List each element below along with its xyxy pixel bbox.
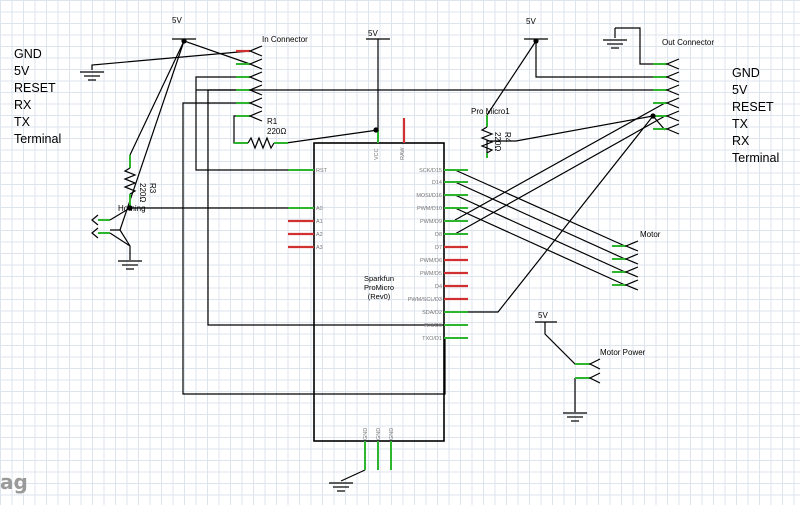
power-5v-vcc: 5V <box>366 29 390 40</box>
junction-dot <box>650 113 656 119</box>
pro-micro-chip: Sparkfun ProMicro (Rev0) VCC RAW RST A0 … <box>288 118 468 470</box>
right-label-5v: 5V <box>732 83 748 97</box>
r4-name: R4 <box>503 132 512 143</box>
out-connector: Out Connector <box>653 38 714 135</box>
resistor-r3: R3 220Ω <box>123 155 157 208</box>
pin-gnd-2: GND <box>376 428 382 440</box>
pin-a0: A0 <box>316 206 323 212</box>
power-5v-label: 5V <box>538 311 548 320</box>
pin-a3: A3 <box>316 245 323 251</box>
pin-sda-d2: SDA/D2 <box>422 310 442 316</box>
pin-pwm-d6: PWM/D6 <box>420 258 442 264</box>
pin-sck-d15: SCK/D15 <box>419 168 442 174</box>
homing-switch: Homing <box>91 204 146 247</box>
ground-symbol-homing <box>118 260 142 270</box>
left-label-terminal: Terminal <box>14 132 62 146</box>
left-label-gnd: GND <box>14 47 42 61</box>
right-label-rx: RX <box>732 134 750 148</box>
right-label-terminal: Terminal <box>732 151 780 165</box>
junction-dot <box>373 127 379 133</box>
power-5v-left: 5V <box>172 16 196 40</box>
right-label-gnd: GND <box>732 66 760 80</box>
pin-pwm-d9: PWM/D9 <box>420 219 442 225</box>
motor-power-label: Motor Power <box>600 348 646 357</box>
pin-d7: D7 <box>435 245 442 251</box>
left-label-rx: RX <box>14 98 32 112</box>
power-5v-right: 5V <box>524 17 548 40</box>
out-connector-pin-labels: GND 5V RESET TX RX Terminal <box>732 65 779 167</box>
watermark: ag <box>0 470 28 494</box>
pin-gnd-3: GND <box>389 428 395 440</box>
in-connector-pin-labels: GND 5V RESET RX TX Terminal <box>14 46 61 148</box>
junction-dot <box>533 38 539 44</box>
junction-dot <box>127 205 133 211</box>
ground-symbol-chip <box>329 482 353 492</box>
motor-label: Motor <box>640 230 661 239</box>
pin-txo-d1: TXO/D1 <box>422 336 442 342</box>
pin-pwm-d5: PWM/D5 <box>420 271 442 277</box>
right-label-tx: TX <box>732 117 748 131</box>
pro-micro-label: Pro Micro1 <box>471 107 510 116</box>
chip-name-line2: ProMicro <box>364 283 394 292</box>
pin-gnd-1: GND <box>363 428 369 440</box>
pin-d14: D14 <box>432 180 442 186</box>
power-5v-label: 5V <box>368 29 378 38</box>
left-label-5v: 5V <box>14 64 30 78</box>
out-connector-label: Out Connector <box>662 38 714 47</box>
motor-power-connector: Motor Power <box>575 348 646 384</box>
pin-rxi-d0: RXI/D0 <box>424 323 442 329</box>
junction-dots <box>127 38 656 211</box>
in-connector-label: In Connector <box>262 35 308 44</box>
chip-name-line1: Sparkfun <box>364 274 394 283</box>
pin-vcc: VCC <box>374 148 380 160</box>
ground-symbol-motor-power <box>563 412 587 422</box>
pin-pwm-scl-d3: PWM/SCL/D3 <box>408 297 442 303</box>
ground-symbol-left <box>80 71 104 81</box>
r4-value: 220Ω <box>493 132 502 151</box>
r1-name: R1 <box>267 117 278 126</box>
pin-d4: D4 <box>435 284 442 290</box>
in-connector: In Connector <box>236 35 308 122</box>
power-5v-label: 5V <box>172 16 182 25</box>
right-label-reset: RESET <box>732 100 774 114</box>
resistor-r4: R4 220Ω <box>480 115 512 158</box>
junction-dot <box>181 38 187 44</box>
r1-value: 220Ω <box>267 127 286 136</box>
ground-symbol-out <box>603 39 627 49</box>
resistor-r1: R1 220Ω <box>234 117 288 150</box>
chip-name-line3: (Rev0) <box>368 292 391 301</box>
motor-connector: Motor <box>612 230 661 291</box>
left-label-reset: RESET <box>14 81 56 95</box>
ground-symbols <box>80 39 627 492</box>
pin-mosi-d16: MOSI/D16 <box>416 193 442 199</box>
power-5v-motor: 5V <box>535 311 557 323</box>
left-label-tx: TX <box>14 115 30 129</box>
pin-raw: RAW <box>400 147 406 160</box>
pin-pwm-d10: PWM/D10 <box>417 206 442 212</box>
r3-value: 220Ω <box>138 183 147 202</box>
pin-a2: A2 <box>316 232 323 238</box>
pin-d8: D8 <box>435 232 442 238</box>
pin-rst: RST <box>316 168 328 174</box>
r3-name: R3 <box>148 183 157 194</box>
power-5v-label: 5V <box>526 17 536 26</box>
pin-a1: A1 <box>316 219 323 225</box>
